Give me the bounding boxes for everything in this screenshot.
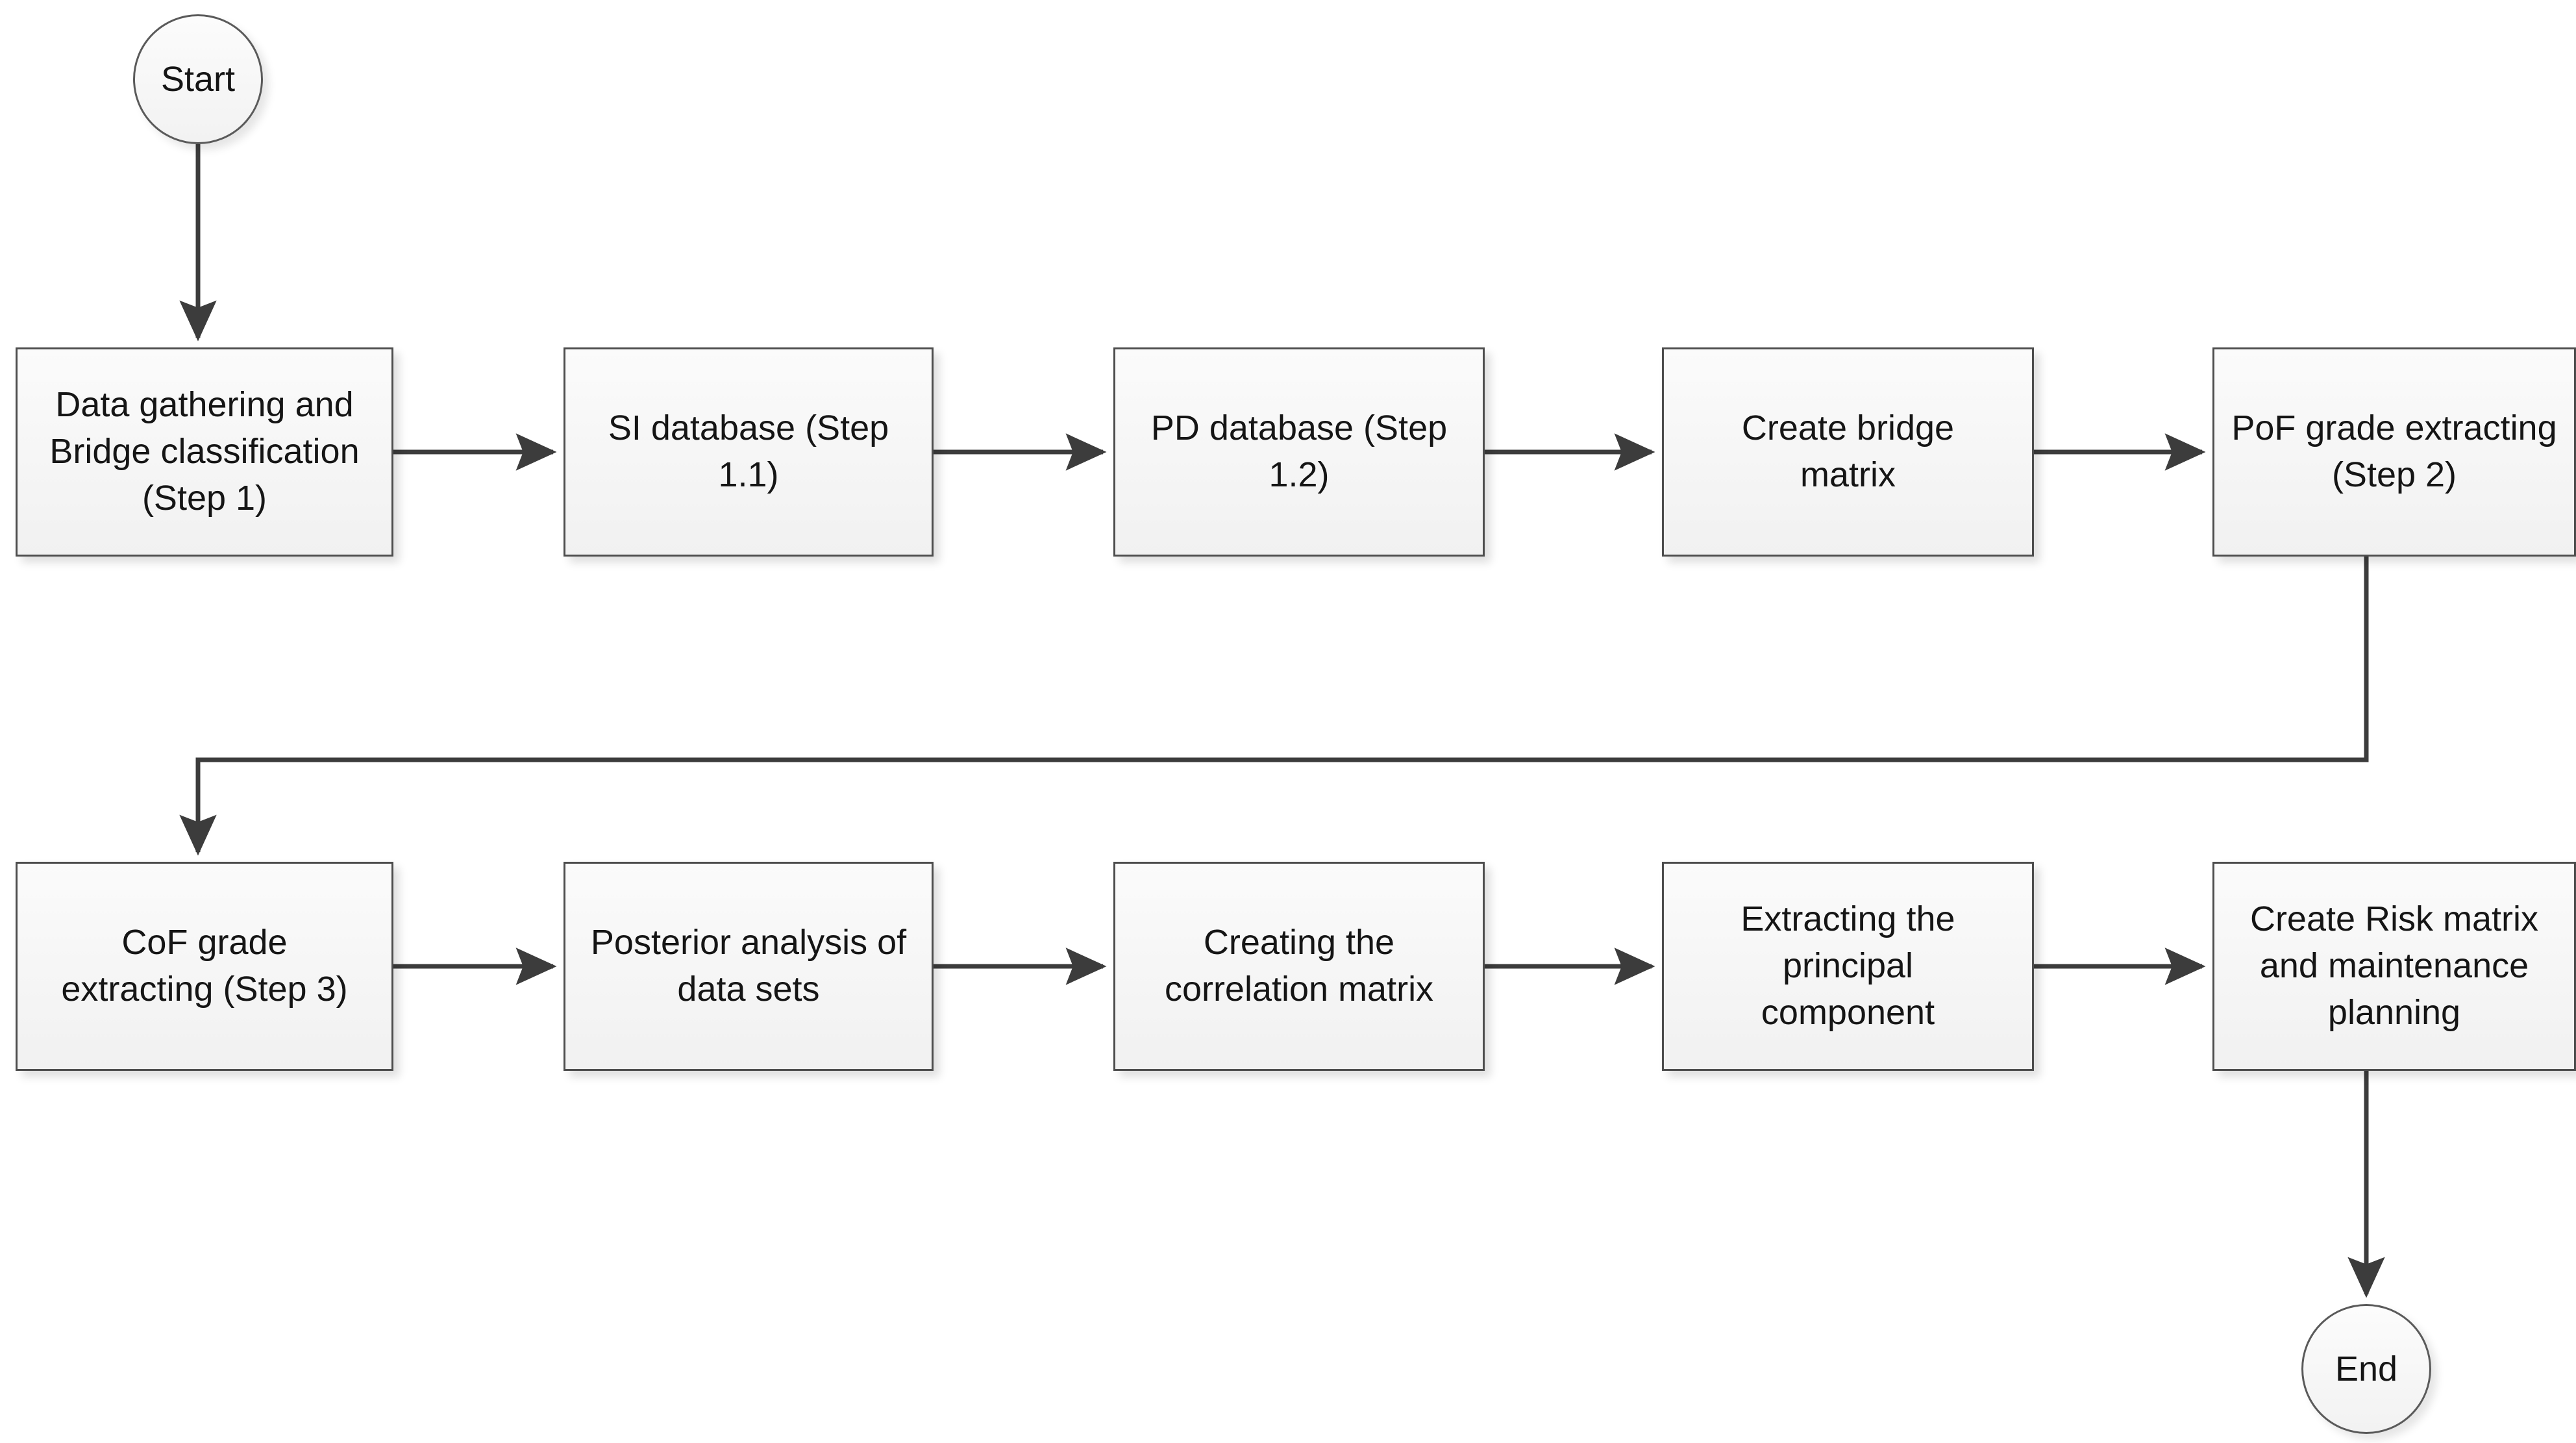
node-si-database[interactable]: SI database (Step 1.1): [564, 347, 934, 557]
node-create-bridge-matrix[interactable]: Create bridge matrix: [1662, 347, 2034, 557]
node-posterior-analysis[interactable]: Posterior analysis of data sets: [564, 862, 934, 1071]
node-end[interactable]: End: [2301, 1304, 2431, 1434]
node-create-risk-matrix-maintenance-planning[interactable]: Create Risk matrix and maintenance plann…: [2212, 862, 2576, 1071]
node-create-bridge-matrix-label: Create bridge matrix: [1741, 408, 1955, 494]
node-creating-correlation-matrix-label: Creating the correlation matrix: [1164, 923, 1434, 1009]
node-step1-label: Data gathering and Bridge classification…: [49, 385, 360, 518]
node-creating-correlation-matrix[interactable]: Creating the correlation matrix: [1113, 862, 1485, 1071]
node-pd-database[interactable]: PD database (Step 1.2): [1113, 347, 1485, 557]
node-pof-grade-extracting-label: PoF grade extracting (Step 2): [2231, 408, 2557, 494]
node-si-database-label: SI database (Step 1.1): [608, 408, 889, 494]
node-pof-grade-extracting[interactable]: PoF grade extracting (Step 2): [2212, 347, 2576, 557]
node-cof-grade-extracting[interactable]: CoF grade extracting (Step 3): [16, 862, 393, 1071]
edge-pof-to-cof-elbow: [179, 557, 2369, 856]
node-end-label: End: [2334, 1349, 2398, 1388]
node-pd-database-label: PD database (Step 1.2): [1150, 408, 1448, 494]
node-cof-grade-extracting-label: CoF grade extracting (Step 3): [61, 923, 348, 1009]
node-extracting-principal-component-label: Extracting the principal component: [1740, 899, 1955, 1032]
node-extracting-principal-component[interactable]: Extracting the principal component: [1662, 862, 2034, 1071]
node-create-risk-matrix-label: Create Risk matrix and maintenance plann…: [2249, 899, 2539, 1032]
node-start[interactable]: Start: [133, 14, 263, 144]
node-start-label: Start: [160, 59, 236, 99]
node-data-gathering-bridge-classification[interactable]: Data gathering and Bridge classification…: [16, 347, 393, 557]
node-posterior-analysis-label: Posterior analysis of data sets: [590, 923, 907, 1009]
